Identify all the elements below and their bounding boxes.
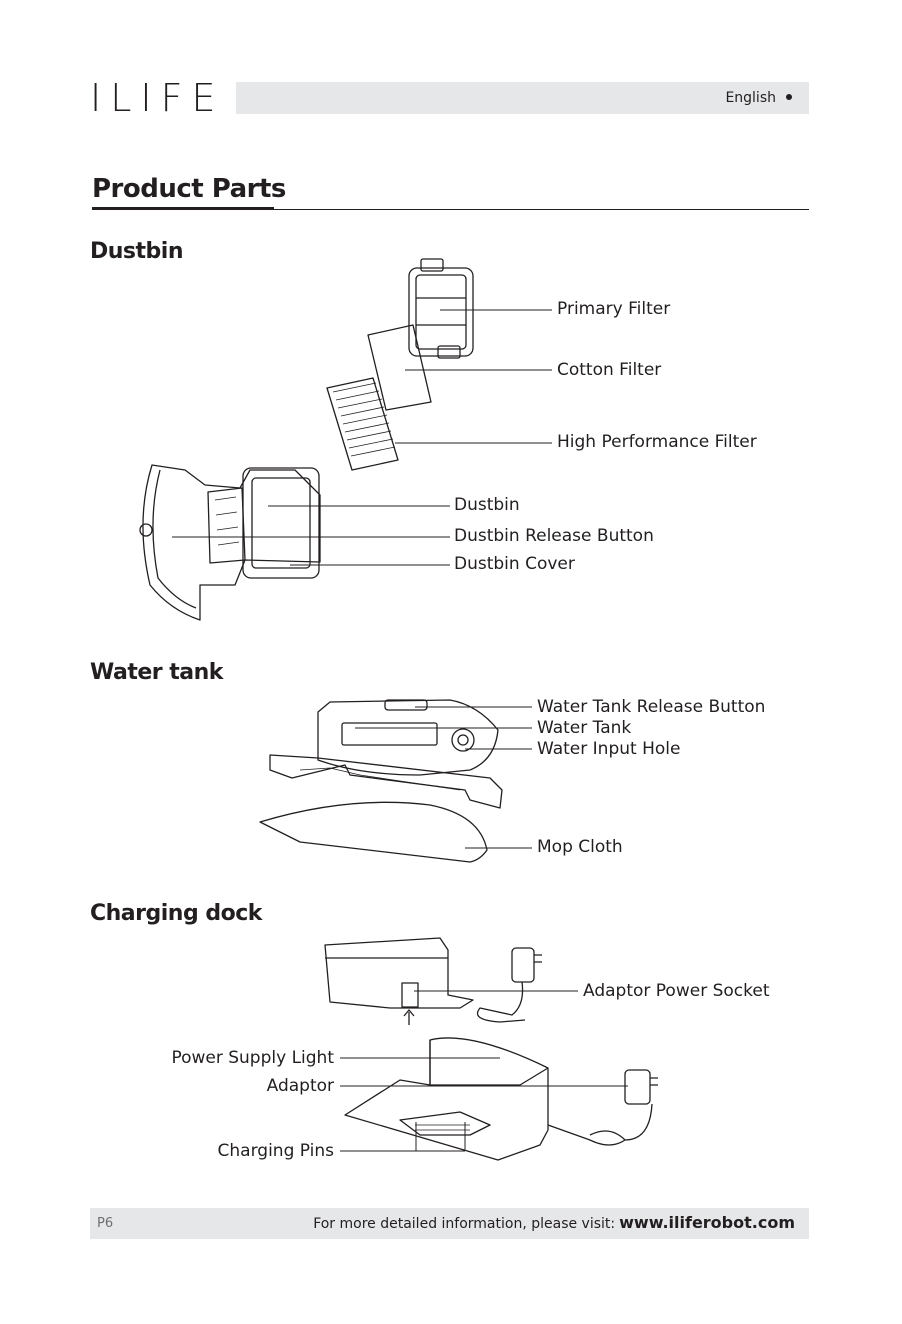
cotton-filter-illustration — [368, 325, 431, 410]
footer-url-link[interactable]: www.iliferobot.com — [619, 1213, 795, 1232]
label-primary-filter: Primary Filter — [557, 299, 671, 319]
label-dustbin: Dustbin — [454, 495, 520, 515]
dustbin-illustration — [140, 465, 320, 620]
label-adaptor: Adaptor — [266, 1076, 334, 1096]
label-high-performance-filter: High Performance Filter — [557, 432, 757, 452]
label-water-tank: Water Tank — [537, 718, 632, 738]
dock-back-illustration — [325, 938, 542, 1025]
brand-logo: ILIFE — [90, 76, 225, 120]
title-rule — [92, 209, 809, 210]
primary-filter-illustration — [409, 259, 473, 358]
footer-bar — [90, 1208, 809, 1239]
header-bar — [236, 82, 809, 114]
label-power-supply-light: Power Supply Light — [171, 1048, 334, 1068]
section-title-charging-dock: Charging dock — [90, 901, 262, 926]
leader-lines — [172, 310, 628, 1151]
dock-front-illustration — [345, 1038, 658, 1160]
language-indicator: English — [725, 89, 792, 107]
section-title-dustbin: Dustbin — [90, 239, 184, 264]
high-performance-filter-illustration — [327, 378, 398, 470]
label-charging-pins: Charging Pins — [217, 1141, 334, 1161]
language-label: English — [725, 90, 776, 106]
label-dustbin-release-button: Dustbin Release Button — [454, 526, 654, 546]
label-cotton-filter: Cotton Filter — [557, 360, 662, 380]
page-number: P6 — [97, 1216, 114, 1231]
page-title: Product Parts — [92, 174, 286, 204]
label-mop-cloth: Mop Cloth — [537, 837, 623, 857]
water-tank-illustration — [270, 700, 502, 808]
label-water-tank-release-button: Water Tank Release Button — [537, 697, 766, 717]
footer-note-text: For more detailed information, please vi… — [313, 1216, 616, 1232]
bullet-icon — [786, 94, 792, 100]
footer-note: For more detailed information, please vi… — [313, 1212, 795, 1235]
label-water-input-hole: Water Input Hole — [537, 739, 681, 759]
section-title-water-tank: Water tank — [90, 660, 223, 685]
label-adaptor-power-socket: Adaptor Power Socket — [583, 981, 770, 1001]
title-underline — [92, 207, 274, 210]
label-dustbin-cover: Dustbin Cover — [454, 554, 575, 574]
mop-cloth-illustration — [260, 802, 487, 862]
